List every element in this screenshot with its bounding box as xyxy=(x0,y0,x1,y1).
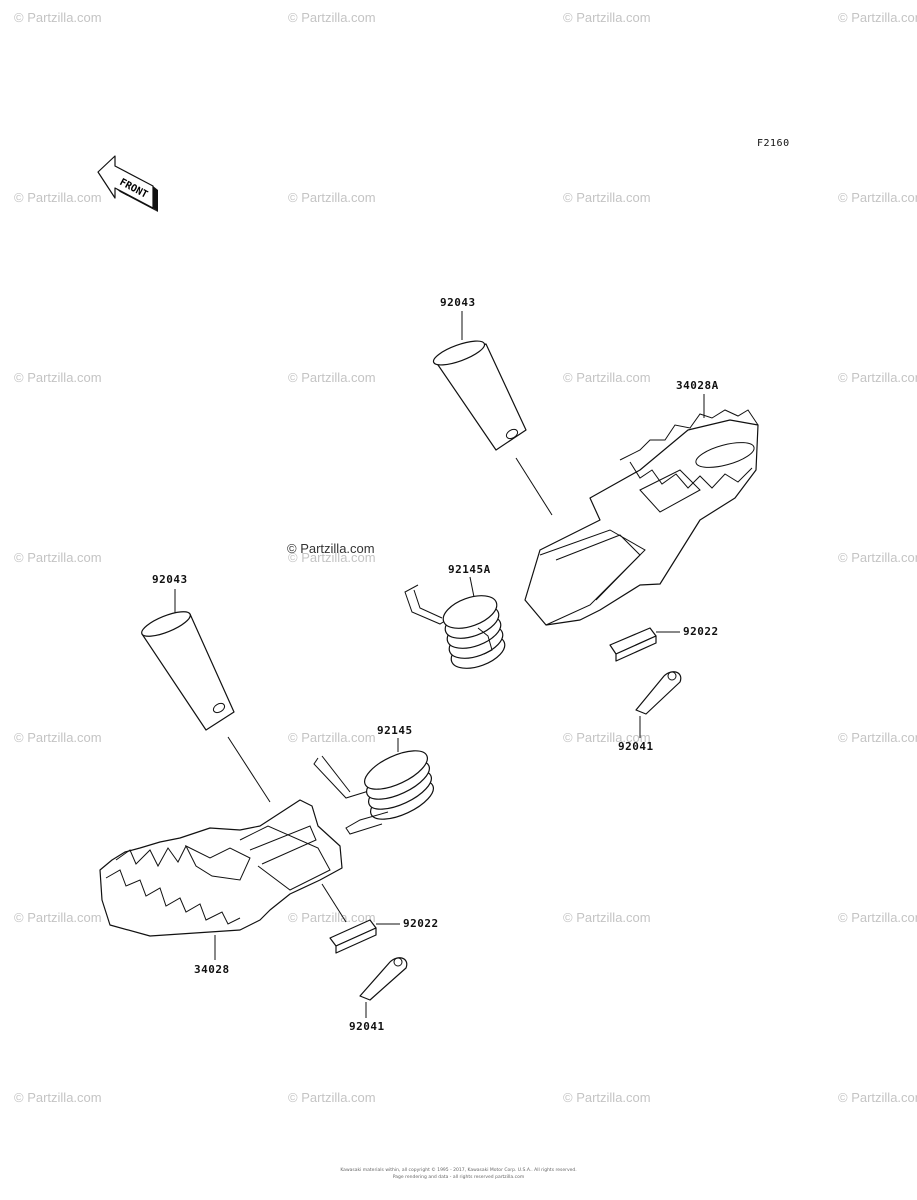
label-92041-right: 92041 xyxy=(618,740,654,753)
spring-92145 xyxy=(313,750,434,835)
watermark: © Partzilla.com xyxy=(563,190,651,205)
cotter-pin-92041-left xyxy=(359,957,408,1001)
washer-92022-right xyxy=(609,627,657,662)
pin-92043-lower xyxy=(141,611,235,731)
watermark: © Partzilla.com xyxy=(14,370,102,385)
watermark: © Partzilla.com xyxy=(14,910,102,925)
watermark: © Partzilla.com xyxy=(14,550,102,565)
watermark: © Partzilla.com xyxy=(838,10,917,25)
watermark: © Partzilla.com xyxy=(838,550,917,565)
copyright-line-2: Page rendering and data - all rights res… xyxy=(392,1175,525,1180)
label-92022-left: 92022 xyxy=(403,917,439,930)
label-92145A: 92145A xyxy=(448,563,491,576)
watermark: © Partzilla.com xyxy=(838,910,917,925)
label-92041-left: 92041 xyxy=(349,1020,385,1033)
watermark: © Partzilla.com xyxy=(14,1090,102,1105)
label-92043-upper: 92043 xyxy=(440,296,476,309)
watermark: © Partzilla.com xyxy=(838,190,917,205)
watermark: © Partzilla.com xyxy=(14,730,102,745)
washer-92022-left xyxy=(329,919,377,954)
spring-92145A xyxy=(404,584,506,669)
watermark: © Partzilla.com xyxy=(838,370,917,385)
watermark: © Partzilla.com xyxy=(563,730,651,745)
label-34028: 34028 xyxy=(194,963,230,976)
watermark: © Partzilla.com xyxy=(563,10,651,25)
figure-id: F2160 xyxy=(757,138,790,149)
footpeg-34028A xyxy=(524,409,759,626)
label-92022-right: 92022 xyxy=(683,625,719,638)
cotter-pin-92041-right xyxy=(635,671,682,715)
watermark: © Partzilla.com xyxy=(288,910,376,925)
watermark: © Partzilla.com xyxy=(288,370,376,385)
watermark: © Partzilla.com xyxy=(288,1090,376,1105)
watermark: © Partzilla.com xyxy=(14,10,102,25)
label-92043-lower: 92043 xyxy=(152,573,188,586)
front-arrow-icon: FRONT xyxy=(97,155,158,212)
watermark: © Partzilla.com xyxy=(288,190,376,205)
watermark: © Partzilla.com xyxy=(563,1090,651,1105)
label-34028A: 34028A xyxy=(676,379,719,392)
footpeg-34028 xyxy=(99,799,343,937)
watermark: © Partzilla.com xyxy=(563,370,651,385)
copyright-line-1: Kawasaki materials within, all copyright… xyxy=(340,1168,577,1173)
pin-92043-upper xyxy=(174,340,527,617)
watermark: © Partzilla.com xyxy=(14,190,102,205)
label-92145: 92145 xyxy=(377,724,413,737)
watermark: © Partzilla.com xyxy=(838,1090,917,1105)
watermark: © Partzilla.com xyxy=(563,910,651,925)
center-watermark: © Partzilla.com xyxy=(287,541,375,556)
watermark: © Partzilla.com xyxy=(838,730,917,745)
watermark: © Partzilla.com xyxy=(288,10,376,25)
watermark: © Partzilla.com xyxy=(288,730,376,745)
watermark: © Partzilla.com xyxy=(288,550,376,565)
